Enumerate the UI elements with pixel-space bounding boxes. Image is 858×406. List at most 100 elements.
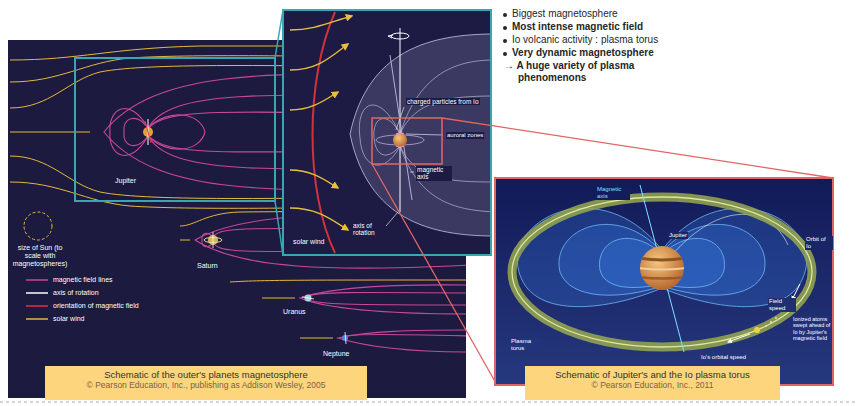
auroral-zone (396, 146, 404, 148)
zoom-frame (372, 118, 442, 164)
legend-text: magnetic field lines (53, 276, 113, 284)
callout-label: Magnetic axis (596, 186, 630, 200)
leader-line (410, 172, 414, 173)
bullet-text: Most intense magnetic field (512, 21, 643, 33)
bullet-dot (503, 26, 507, 30)
field-line (345, 335, 466, 337)
caption-credit: © Pearson Education, Inc., 2011 (529, 380, 776, 390)
callout-label: auroral zones (446, 132, 484, 139)
callout-label: solar wind (292, 238, 326, 246)
field-orientation (145, 121, 151, 143)
field-line (400, 96, 491, 134)
solar-wind-arrow (290, 16, 352, 30)
bullet-dots (503, 13, 507, 56)
caption-title: Schematic of the outer's planets magneto… (49, 369, 363, 380)
bullet-text: → A huge variety of plasma phenomenons (504, 60, 702, 83)
leader-line (406, 134, 443, 135)
zoom-leader (372, 164, 497, 385)
caption-credit: © Pearson Education, Inc., publishing as… (49, 380, 363, 390)
callout-label: magnetic axis (416, 166, 452, 181)
bullet-text: Very dynamic magnetosphere (512, 47, 654, 59)
planet-label: Uranus (282, 308, 307, 316)
field-lobes (517, 208, 806, 306)
jupiter-bands (638, 258, 686, 279)
caption-title: Schematic of Jupiter's and the Io plasma… (529, 369, 776, 380)
field-lines (359, 60, 491, 212)
bullet-text: Biggest magnetosphere (512, 8, 618, 20)
solar-wind-arrow (290, 208, 348, 230)
bullet-text: Io volcanic activity : plasma torus (512, 34, 658, 46)
magnetic-axis (390, 55, 412, 200)
jupiter-band (638, 277, 686, 279)
caption-box: Schematic of the outer's planets magneto… (45, 366, 367, 400)
legend-row: magnetic field lines (26, 276, 113, 284)
field-line (110, 109, 148, 156)
solar-wind-line (180, 240, 190, 241)
callout-label: Ionized atoms swept ahead of Io by Jupit… (792, 316, 832, 341)
legend-text: orientation of magnetic field (53, 302, 139, 310)
legend-sample (26, 276, 48, 284)
rotation-arrow (391, 33, 409, 39)
rotation-arrowhead (388, 35, 393, 38)
zoom-panel-frame (283, 10, 491, 255)
callout-label: Orbit of Io (805, 236, 833, 250)
ionized-atom (770, 321, 772, 323)
legend-text: axis of rotation (53, 289, 99, 297)
callout-label: charged particles from Io (406, 98, 480, 105)
panel-background (495, 178, 833, 385)
jupiter-magnetosphere-illustration (290, 12, 491, 253)
sun-size-circle (24, 212, 52, 240)
magnetopause (338, 330, 466, 352)
zoom-leader (442, 118, 833, 178)
bullet-dot (503, 52, 507, 56)
bullet-dot (503, 13, 507, 17)
io-orbit (512, 197, 812, 347)
jupiter-band (638, 258, 686, 260)
field-line (148, 115, 205, 149)
magnetosphere-shape (350, 34, 491, 236)
torus-panel-frame (495, 178, 833, 385)
caption-box: Schematic of Jupiter's and the Io plasma… (525, 366, 780, 400)
scale-note: size of Sun (to scale with magnetosphere… (12, 244, 68, 268)
zoom-frame (75, 58, 275, 201)
legend-line (26, 279, 48, 281)
rotation-axis (302, 297, 314, 299)
zoom-leader (275, 10, 283, 58)
io-moon (754, 327, 760, 333)
zoom-leader (275, 201, 283, 255)
legend-sample (26, 302, 48, 310)
field-line (308, 292, 466, 296)
field-lobe (662, 208, 807, 306)
solar-wind-line (300, 338, 333, 339)
callout-label: Io's orbital speed (700, 354, 747, 361)
plasma-torus (512, 197, 812, 347)
solar-wind-line (262, 298, 295, 299)
io-speed-arrow (728, 334, 750, 342)
legend-line (26, 305, 48, 307)
ionized-atoms (765, 317, 777, 327)
separator-line (0, 402, 858, 403)
callout-label: axis of rotation (352, 222, 386, 237)
solar-wind-arrow (290, 92, 338, 110)
legend-line (26, 318, 48, 320)
callout-label: Field speed (768, 298, 796, 312)
io-torus-illustration (512, 185, 812, 352)
rotation-axis (345, 332, 346, 344)
solar-wind-line (230, 280, 466, 282)
legend-row: orientation of magnetic field (26, 302, 139, 310)
callout-label: Jupiter (668, 232, 688, 239)
rotation-axis (213, 232, 214, 248)
solar-wind-line (10, 132, 90, 133)
jupiter-planet (393, 133, 407, 147)
solar-wind-arrow (290, 170, 338, 188)
field-line (308, 300, 466, 305)
legend-sample (26, 289, 48, 297)
leader-line (386, 212, 398, 226)
planet-label: Saturn (196, 262, 219, 270)
legend-row: axis of rotation (26, 289, 99, 297)
field-lobe (517, 208, 662, 306)
